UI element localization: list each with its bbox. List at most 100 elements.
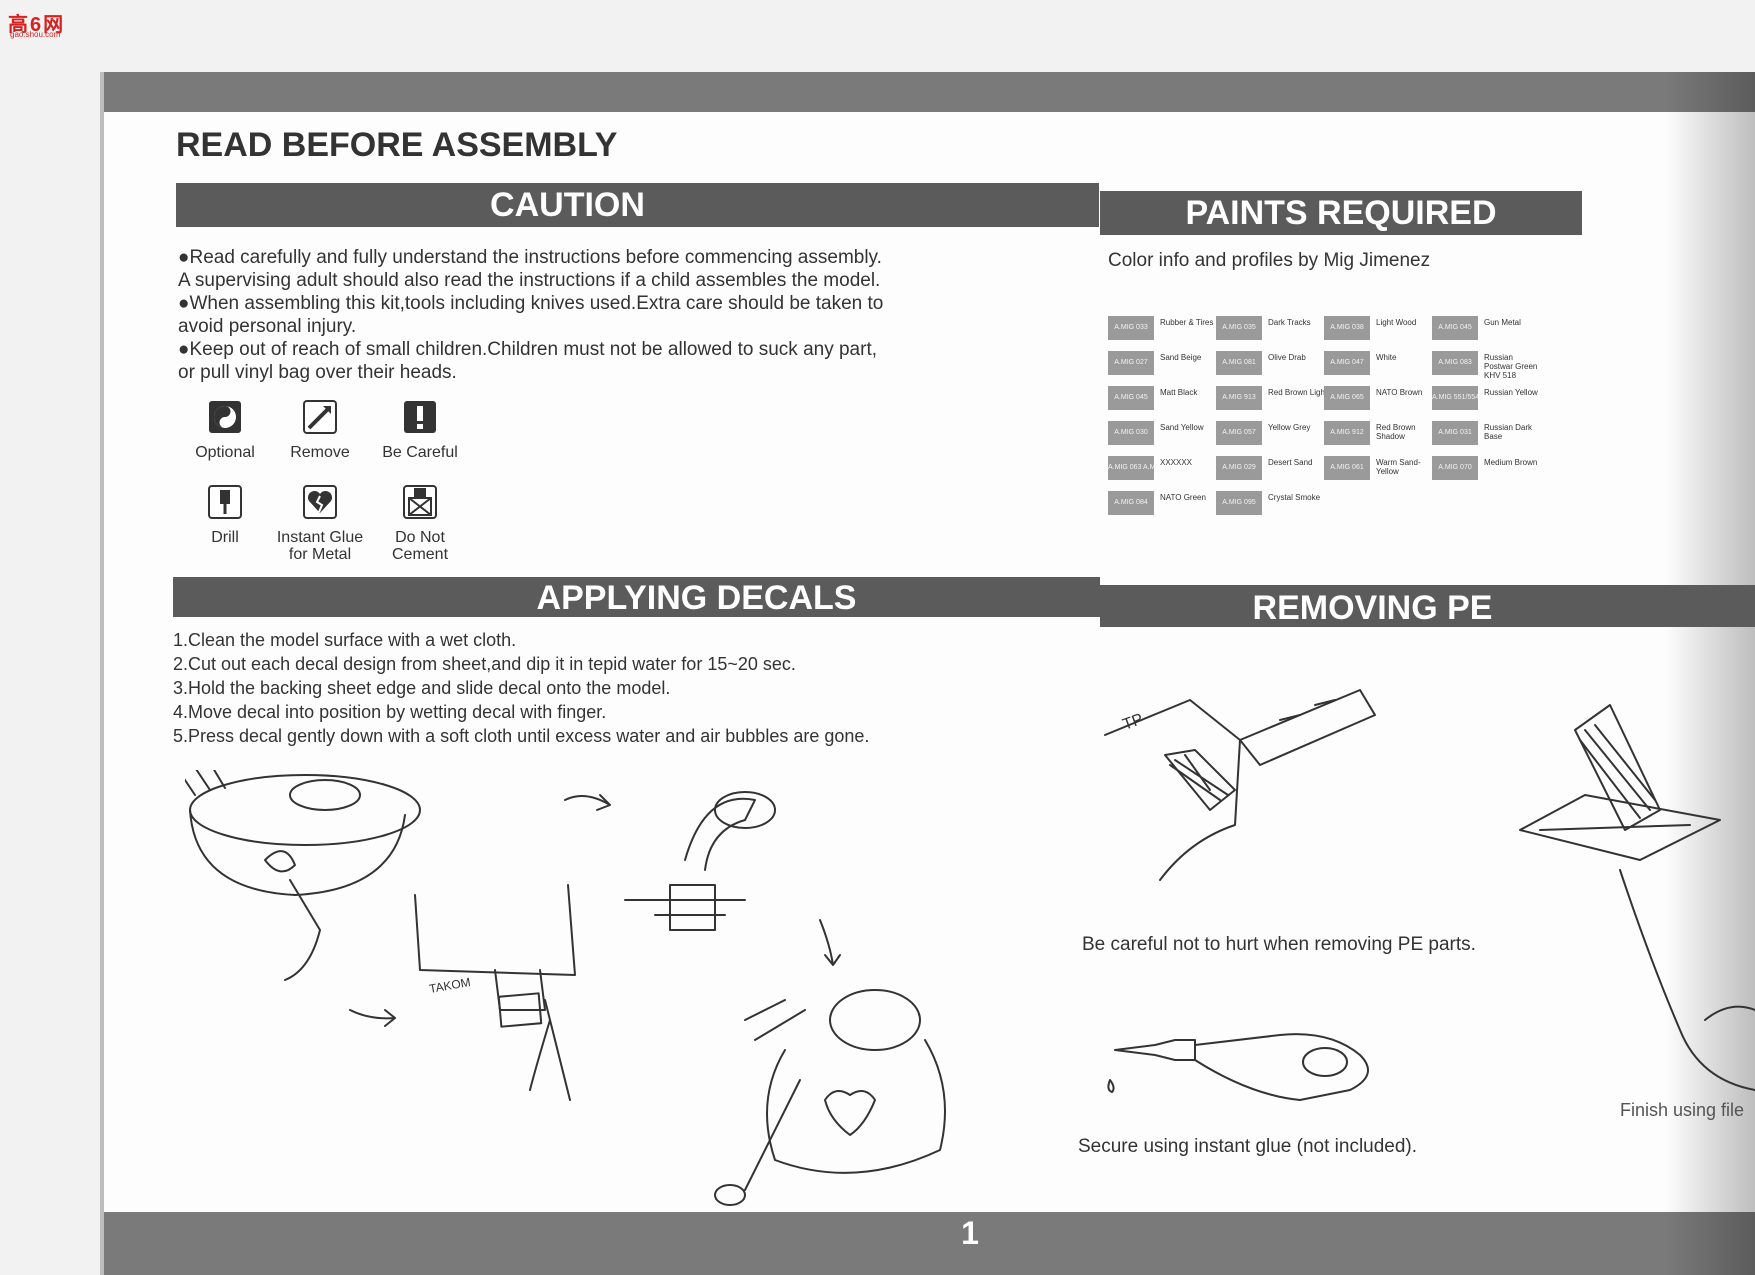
paint-item: A.MIG 913 Red Brown Light — [1216, 386, 1327, 414]
paint-swatch: A.MIG 047 — [1324, 351, 1370, 375]
site-logo: 高6网 — [8, 14, 66, 36]
caution-text: ●Read carefully and fully understand the… — [178, 246, 958, 384]
paint-name: Light Wood — [1376, 318, 1417, 327]
paint-swatch: A.MIG 063 A.MIG 029 — [1108, 456, 1154, 480]
paint-name: Russian Yellow — [1484, 388, 1538, 397]
legend-be-careful-label: Be Careful — [382, 444, 458, 461]
drill-icon — [208, 485, 242, 519]
paint-name: Sand Yellow — [1160, 423, 1204, 432]
paint-name: Red Brown Light — [1268, 388, 1328, 397]
paint-item: A.MIG 045 Matt Black — [1108, 386, 1216, 414]
be-careful-icon — [404, 401, 436, 433]
paint-name: Russian Postwar Green KHV 518 — [1484, 353, 1538, 380]
paint-item: A.MIG 033 Rubber & Tires — [1108, 316, 1216, 344]
decal-sheet-label: TAKOM — [428, 975, 472, 996]
pe-finish-caption: Finish using file — [1620, 1100, 1745, 1120]
water-dip-sketch — [624, 791, 776, 931]
caution-line: avoid personal injury. — [178, 316, 357, 337]
caution-line: ●Keep out of reach of small children.Chi… — [178, 339, 878, 360]
paint-item: A.MIG 057 Yellow Grey — [1216, 421, 1324, 449]
decal-steps: 1.Clean the model surface with a wet clo… — [173, 628, 1033, 748]
paint-name: Matt Black — [1160, 388, 1198, 397]
paint-swatch: A.MIG 084 — [1108, 491, 1154, 515]
paint-swatch: A.MIG 057 — [1216, 421, 1262, 445]
instruction-page — [104, 72, 1755, 1275]
paint-swatch: A.MIG 061 — [1324, 456, 1370, 480]
decal-step: 3.Hold the backing sheet edge and slide … — [173, 678, 671, 698]
paint-swatch: A.MIG 065 — [1324, 386, 1370, 410]
paint-swatch: A.MIG 913 — [1216, 386, 1262, 410]
page-number: 1 — [961, 1215, 979, 1251]
paint-swatch: A.MIG 030 — [1108, 421, 1154, 445]
legend-optional: Optional — [170, 400, 280, 461]
decals-heading-bar: APPLYING DECALS — [173, 577, 1100, 617]
paint-swatch: A.MIG 035 — [1216, 316, 1262, 340]
legend-remove: Remove — [265, 400, 375, 461]
legend-optional-label: Optional — [195, 444, 255, 461]
decal-step: 2.Cut out each decal design from sheet,a… — [173, 654, 796, 674]
pe-glue-caption: Secure using instant glue (not included)… — [1078, 1136, 1418, 1157]
site-logo-sub: gao.shou.com — [10, 30, 61, 39]
legend-do-not-cement: Do Not Cement — [365, 485, 475, 563]
do-not-cement-icon — [403, 485, 437, 519]
paint-swatch: A.MIG 045 — [1108, 386, 1154, 410]
paints-heading-bar: PAINTS REQUIRED — [1100, 191, 1582, 235]
top-band — [104, 72, 1755, 112]
paint-swatch: A.MIG 031 — [1432, 421, 1478, 445]
pe-glue-sketch — [1107, 1033, 1369, 1101]
paint-name: Red Brown Shadow — [1376, 423, 1416, 441]
caution-heading-bar: CAUTION — [176, 183, 1099, 227]
pe-heading: REMOVING PE — [1252, 589, 1493, 627]
turret-sketch — [185, 770, 421, 981]
arrow-icon — [819, 919, 841, 966]
pe-heading-bar: REMOVING PE — [1100, 585, 1755, 627]
paint-swatch: A.MIG 027 — [1108, 351, 1154, 375]
paint-name: Yellow Grey — [1268, 423, 1311, 432]
page-title: READ BEFORE ASSEMBLY — [176, 126, 618, 164]
turret-decal-sketch — [714, 989, 946, 1206]
legend-be-careful: Be Careful — [365, 400, 475, 461]
paint-swatch: A.MIG 083 — [1432, 351, 1478, 375]
pe-cutting-sketch: TP — [1104, 689, 1376, 881]
pe-sheet-label: TP — [1121, 711, 1146, 734]
decal-step: 1.Clean the model surface with a wet clo… — [173, 630, 517, 650]
paint-name: Rubber & Tires — [1160, 318, 1214, 327]
paint-name: Desert Sand — [1268, 458, 1313, 467]
optional-icon — [209, 401, 241, 433]
legend-drill: Drill — [170, 485, 280, 546]
paint-swatch: A.MIG 033 — [1108, 316, 1154, 340]
paint-name: Gun Metal — [1484, 318, 1521, 327]
paint-name: Warm Sand-Yellow — [1376, 458, 1421, 476]
decals-heading: APPLYING DECALS — [536, 579, 857, 617]
caution-heading: CAUTION — [490, 186, 645, 224]
decal-step: 5.Press decal gently down with a soft cl… — [173, 726, 870, 746]
paint-name: Sand Beige — [1160, 353, 1202, 362]
paint-name: Russian Dark Base — [1484, 423, 1533, 441]
paints-subtitle: Color info and profiles by Mig Jimenez — [1108, 250, 1431, 271]
instant-glue-icon — [303, 485, 337, 519]
arrow-icon — [564, 794, 611, 811]
legend-remove-label: Remove — [290, 444, 350, 461]
caution-line: ●Read carefully and fully understand the… — [178, 247, 882, 268]
paint-item: A.MIG 031 Russian Dark Base — [1432, 421, 1540, 449]
symbol-legend: Optional Remove Be Careful Drill Ins — [170, 400, 490, 570]
arrow-icon — [349, 1009, 396, 1027]
legend-do-not-cement-label: Do Not Cement — [391, 529, 449, 563]
remove-icon — [303, 400, 337, 434]
caution-line: or pull vinyl bag over their heads. — [178, 362, 457, 383]
paint-swatch: A.MIG 045 — [1432, 316, 1478, 340]
caution-line: A supervising adult should also read the… — [178, 270, 881, 291]
paint-item: A.MIG 061 Warm Sand-Yellow — [1324, 456, 1432, 484]
paint-item: A.MIG 045 Gun Metal — [1432, 316, 1540, 344]
paint-name: Crystal Smoke — [1268, 493, 1321, 502]
